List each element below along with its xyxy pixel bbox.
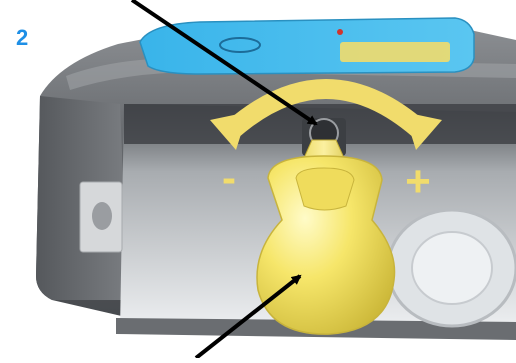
step-number: 2 (16, 27, 28, 49)
minus-label: - (222, 154, 236, 201)
label-led (337, 29, 343, 35)
transparent-component-inner (412, 232, 492, 304)
knob-top-recess (296, 168, 354, 210)
label-decor-right (340, 42, 450, 62)
side-mount-hole (92, 202, 112, 230)
plus-label: + (405, 157, 431, 206)
